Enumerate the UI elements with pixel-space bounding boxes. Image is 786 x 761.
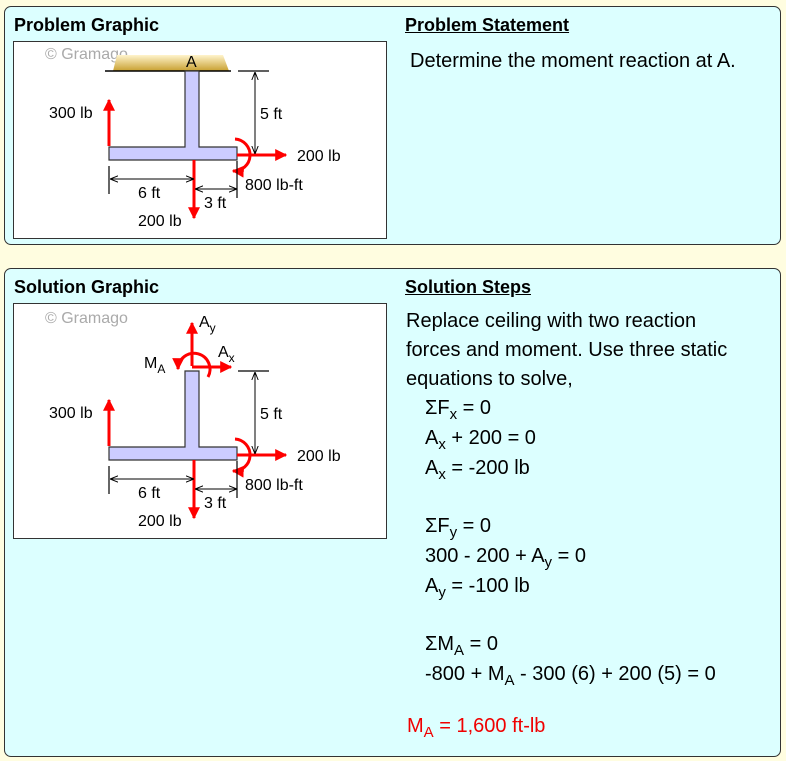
equation-text: ΣF	[425, 515, 450, 537]
equation-text: = 0	[464, 633, 498, 655]
intro-line: forces and moment. Use three static	[406, 339, 728, 361]
dim-5ft-label: 5 ft	[260, 406, 283, 423]
equation-text: = -200 lb	[445, 457, 530, 479]
equation: Ax + 200 = 0	[425, 427, 536, 453]
intro-line: equations to solve,	[406, 368, 573, 390]
problem-diagram: © Gramago A 300 lb 200 lb 200 lb 800 lb-ft 5…	[13, 41, 387, 239]
watermark: © Gramago	[45, 46, 128, 63]
subscript: y	[449, 524, 458, 541]
equation-text: - 300 (6) + 200 (5) = 0	[514, 663, 716, 685]
subscript: y	[544, 554, 553, 571]
force-200-down-label: 200 lb	[138, 513, 182, 530]
equation-text: A	[425, 457, 439, 479]
equation: ΣFx = 0	[425, 397, 492, 423]
equation-text: A	[425, 575, 439, 597]
solution-panel: Solution Graphic Solution Steps Replace …	[4, 268, 781, 757]
equation-text: -800 + M	[425, 663, 505, 685]
solution-graphic-title: Solution Graphic	[14, 277, 160, 297]
dim-3ft-label: 3 ft	[204, 195, 227, 212]
dim-6ft-label: 6 ft	[138, 185, 161, 202]
ma-moment-arrow	[172, 351, 212, 378]
subscript: x	[438, 436, 446, 453]
equation-text: = 0	[457, 515, 492, 537]
subscript: y	[438, 584, 446, 601]
equation-text: = -100 lb	[445, 575, 530, 597]
equation-text: = 1,600 ft-lb	[433, 715, 546, 737]
problem-panel: Problem Graphic Problem Statement Determ…	[4, 6, 781, 245]
solution-diagram-svg: © Gramago Ay Ax MA 300 lb 200 lb 200 lb 800…	[45, 310, 341, 530]
t-member	[108, 370, 238, 461]
dim-3ft-label: 3 ft	[204, 495, 227, 512]
ay-label: Ay	[199, 314, 216, 335]
moment-800-arrow	[231, 137, 252, 178]
dim-5ft-label: 5 ft	[260, 106, 283, 123]
equation: ΣMA = 0	[425, 633, 498, 659]
solution-intro: Replace ceiling with two reaction forces…	[406, 307, 727, 394]
ceiling	[113, 55, 229, 71]
solution-steps-title: Solution Steps	[405, 277, 531, 297]
subscript: x	[438, 466, 446, 483]
problem-diagram-svg: © Gramago A 300 lb 200 lb 200 lb 800 lb-ft 5…	[45, 46, 341, 230]
equation-text: 300 - 200 + A	[425, 545, 545, 567]
equation: -800 + MA - 300 (6) + 200 (5) = 0	[425, 663, 716, 689]
equation: ΣFy = 0	[425, 515, 492, 541]
moment-800-label: 800 lb-ft	[245, 477, 303, 494]
equation: Ax = -200 lb	[425, 457, 530, 483]
problem-statement: Determine the moment reaction at A.	[410, 50, 736, 72]
moment-800-label: 800 lb-ft	[245, 177, 303, 194]
intro-line: Replace ceiling with two reaction	[406, 310, 697, 332]
subscript: A	[423, 724, 434, 741]
solution-diagram: © Gramago Ay Ax MA 300 lb 200 lb 200 lb 800…	[13, 303, 387, 539]
dim-6ft-label: 6 ft	[138, 485, 161, 502]
equation-text: A	[425, 427, 439, 449]
t-member	[108, 70, 238, 161]
equation-text: = 0	[457, 397, 492, 419]
problem-graphic-title: Problem Graphic	[14, 15, 160, 35]
equation-text: = 0	[552, 545, 586, 567]
subscript: A	[454, 642, 465, 659]
force-200-down-label: 200 lb	[138, 213, 182, 230]
force-200-right-label: 200 lb	[297, 448, 341, 465]
equation-text: ΣM	[425, 633, 455, 655]
force-300-label: 300 lb	[49, 105, 93, 122]
equation-text: M	[407, 715, 424, 737]
moment-800-arrow	[231, 437, 252, 478]
point-a-label: A	[186, 54, 197, 71]
watermark: © Gramago	[45, 310, 128, 327]
force-200-right-label: 200 lb	[297, 148, 341, 165]
ma-label: MA	[144, 355, 165, 376]
force-300-label: 300 lb	[49, 405, 93, 422]
equation: Ay = -100 lb	[425, 575, 530, 601]
problem-statement-title: Problem Statement	[405, 15, 570, 35]
ax-label: Ax	[218, 344, 235, 365]
equation-text: ΣF	[425, 397, 450, 419]
answer: MA = 1,600 ft-lb	[407, 715, 546, 741]
subscript: A	[504, 672, 515, 689]
subscript: x	[449, 406, 458, 423]
equation: 300 - 200 + Ay = 0	[425, 545, 586, 571]
equation-text: + 200 = 0	[445, 427, 536, 449]
